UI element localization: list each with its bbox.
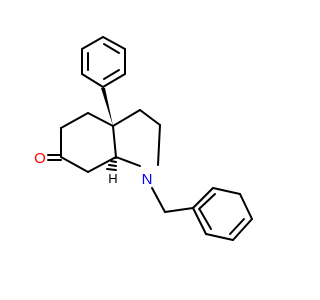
bond [139,109,161,126]
phenyl-ring-top [81,36,126,88]
carbonyl: O [34,150,62,167]
bond [102,73,126,88]
double-bond-inner [198,193,216,210]
hashed-wedge-bond [106,157,117,171]
bond [102,36,126,50]
double-bond-inner [199,209,212,230]
wedge-bond [101,88,113,126]
nitrogen-label: N [142,171,153,188]
bond [87,112,114,127]
bond [212,187,241,195]
bond [60,156,89,173]
molecule-diagram: O N H [34,36,253,241]
bond [232,218,253,241]
pyrrolidine-ring: N [112,109,161,188]
double-bond-inner [103,43,120,54]
double-bond-inner [229,218,245,235]
bond [112,109,141,127]
bond [164,207,194,213]
double-bond-inner [103,69,120,80]
bond [81,73,104,88]
hydrogen-label: H [108,171,117,186]
oxygen-label: O [34,150,46,167]
bond [81,36,104,50]
phenyl-ring-benzyl [164,187,253,241]
bond [205,233,234,241]
bond [87,156,117,173]
bond [60,112,89,129]
cyclohexanone-ring [60,112,117,173]
bond [151,187,166,213]
hash-line [106,168,117,171]
bond [192,207,207,235]
hash-line [108,164,117,167]
bond [239,193,253,220]
hash-line [110,160,117,163]
bond [157,124,161,166]
bond [112,125,117,158]
bond [115,156,141,167]
bond [192,187,214,209]
